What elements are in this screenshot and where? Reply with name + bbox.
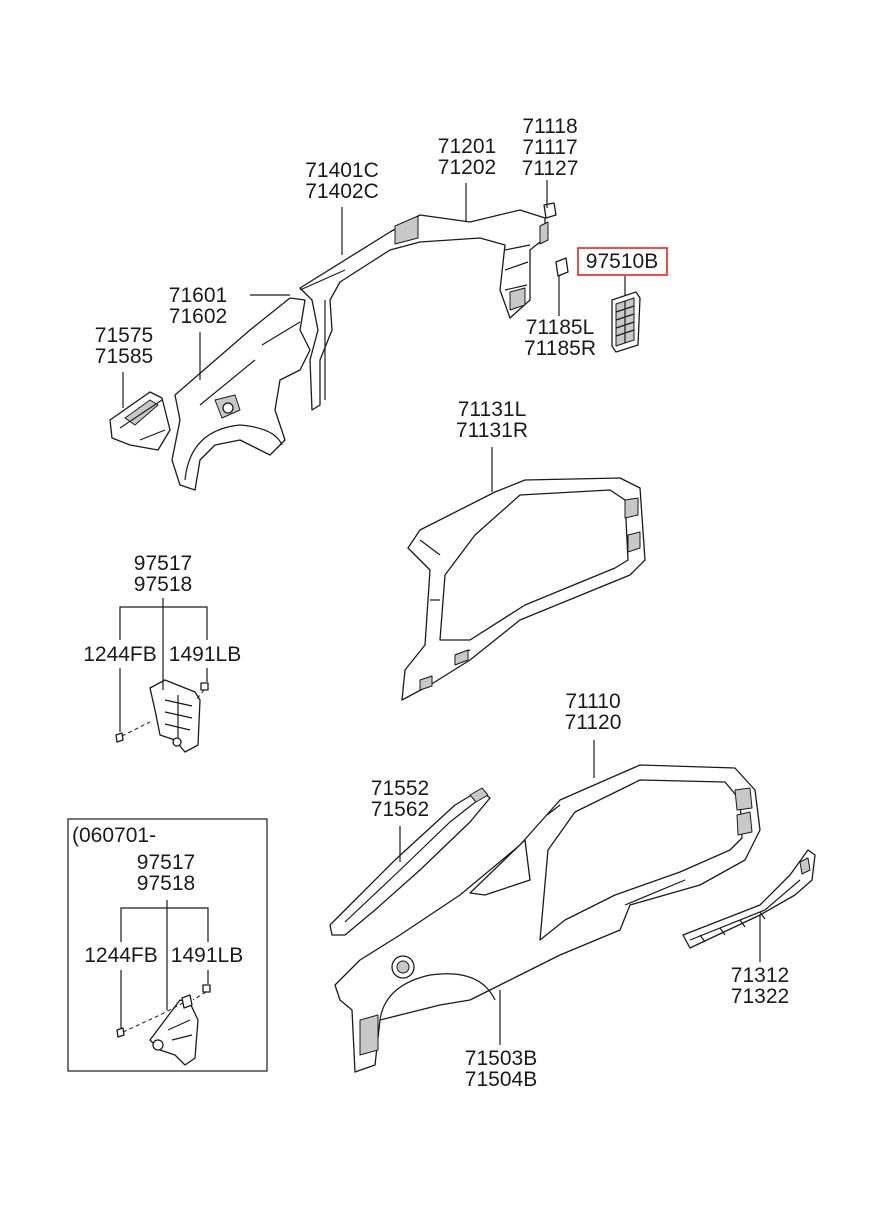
svg-text:1244FB: 1244FB — [84, 944, 158, 967]
side-sill-part[interactable] — [682, 849, 816, 949]
vent-grille-part[interactable] — [611, 291, 641, 353]
bracket-part-97517-upper[interactable] — [115, 679, 209, 753]
extension-part-71575[interactable] — [109, 391, 171, 451]
quarter-inner-part[interactable] — [171, 294, 311, 491]
outer-side-panel-part[interactable] — [334, 764, 761, 1073]
svg-text:1491LB: 1491LB — [171, 944, 243, 967]
label-date-variant: (060701- — [72, 824, 156, 847]
svg-text:97510B: 97510B — [586, 250, 658, 273]
date-variant-box — [67, 818, 268, 1072]
pillar-reinforcement-part[interactable] — [329, 787, 491, 936]
bracket-part-97517-lower[interactable] — [116, 984, 211, 1066]
label-1244fb-upper[interactable]: 1244FB — [83, 643, 157, 666]
side-panel-assembly-part[interactable] — [401, 477, 646, 701]
highlight-box — [577, 247, 668, 276]
svg-text:1244FB: 1244FB — [83, 643, 157, 666]
roof-rail-part[interactable] — [299, 209, 549, 411]
label-1244fb-lower[interactable]: 1244FB — [84, 944, 158, 967]
bracket-part-71185l[interactable] — [555, 257, 569, 277]
label-97510b[interactable]: 97510B — [586, 250, 658, 273]
label-1491lb-lower[interactable]: 1491LB — [171, 944, 243, 967]
clip-part-71118[interactable] — [543, 202, 557, 219]
leader-lines — [119, 180, 761, 1045]
svg-text:(060701-: (060701- — [72, 824, 156, 847]
svg-text:1491LB: 1491LB — [169, 643, 241, 666]
label-1491lb-upper[interactable]: 1491LB — [169, 643, 241, 666]
